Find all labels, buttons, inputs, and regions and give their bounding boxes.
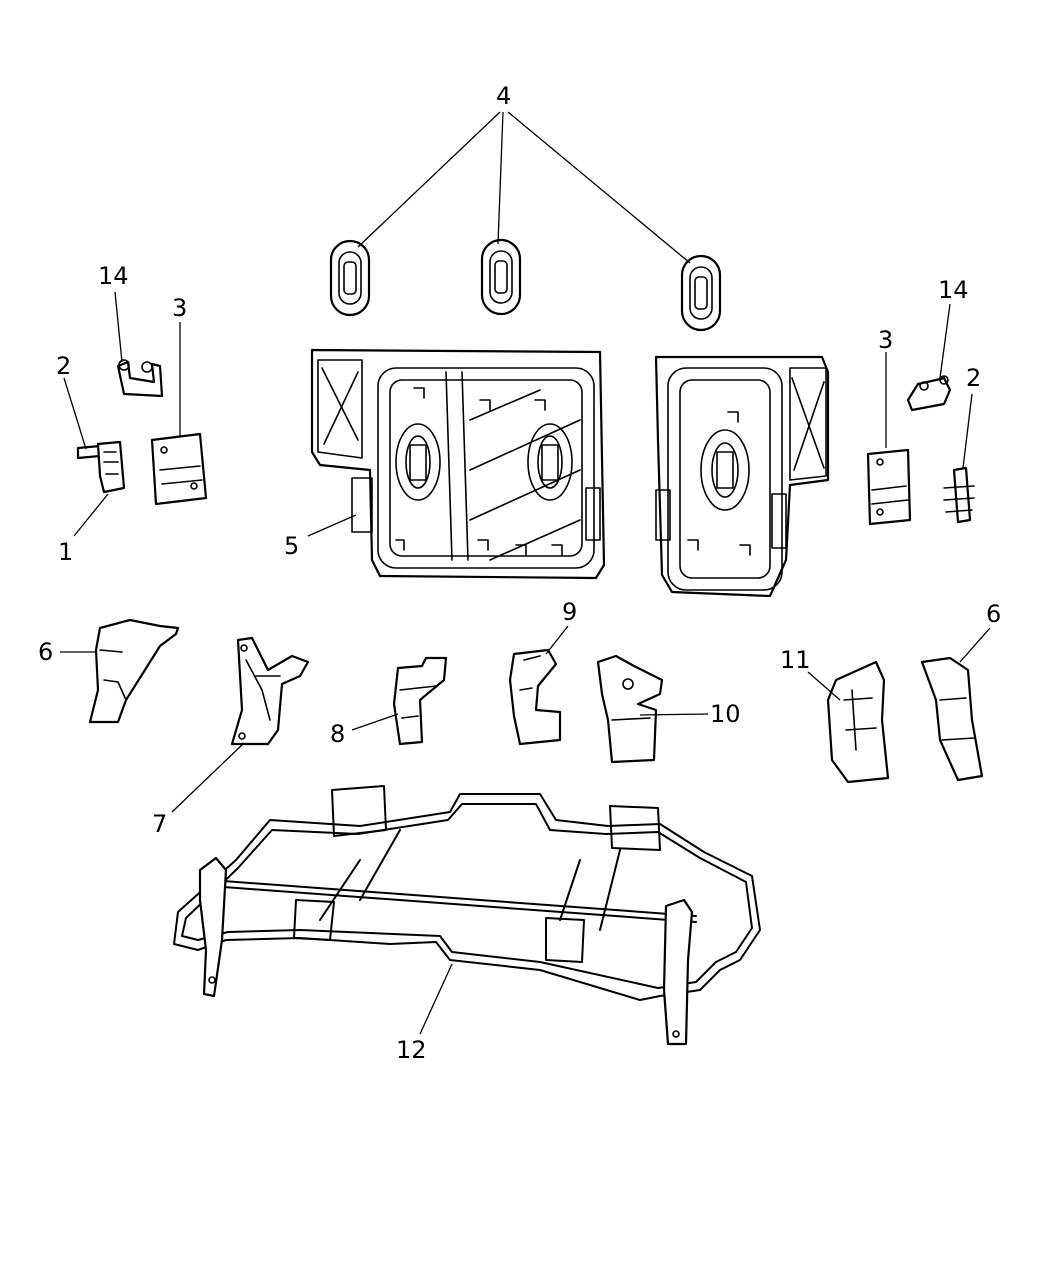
- callout-6-right: 6: [986, 600, 1001, 628]
- latch-left: [76, 440, 126, 494]
- seat-cushion-frame: [173, 785, 761, 1046]
- bracket-11: [826, 660, 890, 784]
- hook-right: [906, 375, 952, 412]
- callout-3-right: 3: [878, 326, 893, 354]
- grommet-center: [480, 238, 522, 316]
- callout-10: 10: [710, 700, 741, 728]
- callout-9: 9: [562, 598, 577, 626]
- callout-6-left: 6: [38, 638, 53, 666]
- callout-4: 4: [496, 82, 511, 110]
- bracket-9: [508, 648, 562, 746]
- latch-right: [943, 466, 975, 524]
- callout-12: 12: [396, 1036, 427, 1064]
- callout-2-right: 2: [966, 364, 981, 392]
- callout-1: 1: [58, 538, 73, 566]
- grommet-left: [329, 239, 371, 317]
- callout-3-left: 3: [172, 294, 187, 322]
- seat-back-frame-small: [654, 355, 830, 598]
- callout-2-left: 2: [56, 352, 71, 380]
- callout-7: 7: [152, 810, 167, 838]
- bracket-10: [596, 654, 664, 764]
- side-trim-left: [88, 618, 180, 724]
- support-bracket-7: [230, 636, 310, 746]
- callout-8: 8: [330, 720, 345, 748]
- hook-left: [116, 359, 164, 398]
- cover-bracket-right: [866, 448, 912, 526]
- cover-bracket-left: [150, 432, 208, 506]
- seat-back-frame-large: [310, 348, 606, 580]
- side-trim-right: [920, 656, 984, 782]
- bracket-8: [392, 656, 448, 746]
- callout-14-right: 14: [938, 276, 969, 304]
- callout-11: 11: [780, 646, 811, 674]
- callout-5: 5: [284, 532, 299, 560]
- callout-14-left: 14: [98, 262, 129, 290]
- leader-lines: [60, 111, 991, 1035]
- grommet-right: [680, 254, 722, 332]
